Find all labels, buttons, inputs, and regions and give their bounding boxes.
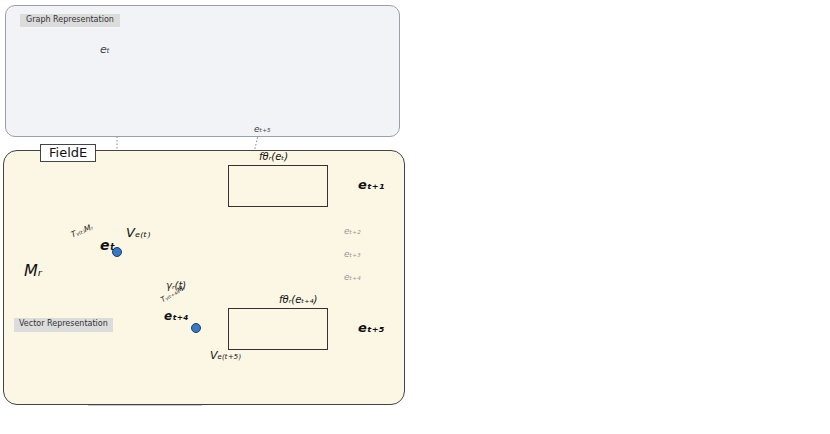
graph-panel: Graph Representation	[5, 5, 400, 137]
neural-network-box: fθᵣ(eₜ₊₄)	[228, 308, 328, 350]
text-label: eₜ₊₅	[358, 321, 384, 335]
node-label: fθᵣ(eₜ)	[259, 151, 288, 162]
text-label: eₜ₊₂	[344, 227, 361, 237]
node-label: Vector Representation	[19, 320, 108, 329]
text-label: Mᵣ	[24, 262, 42, 280]
text-label: eₜ₊₁	[358, 178, 384, 192]
node-label: fθᵣ(eₜ₊₄)	[279, 294, 317, 305]
node-label: Graph Representation	[20, 14, 120, 27]
neural-network-box: fθᵣ(eₜ)	[228, 165, 328, 207]
node-label: FieldE	[40, 144, 96, 162]
text-label: eₜ	[100, 44, 110, 56]
embedding-point: eₜ₊₄	[191, 323, 201, 333]
panel-tab: Vector Representation	[14, 318, 113, 332]
text-label: Vₑ₍ₜ₊₅₎	[210, 350, 241, 362]
text-label: Vₑ₍ₜ₎	[126, 226, 151, 240]
node-label: eₜ	[100, 238, 115, 253]
node-label: eₜ₊₄	[164, 310, 188, 323]
text-label: eₜ₊₃	[344, 250, 361, 260]
text-label: eₜ₊₅	[254, 125, 271, 135]
embedding-point: eₜ	[112, 247, 122, 257]
text-label: eₜ₊₄	[344, 273, 361, 283]
